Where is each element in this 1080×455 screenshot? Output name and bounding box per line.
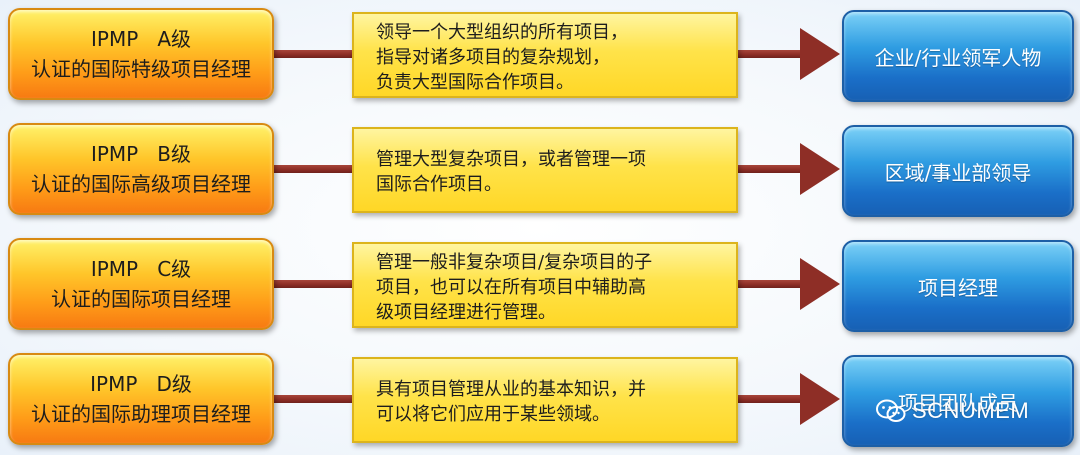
description-line: 指导对诸多项目的复杂规划， (376, 47, 610, 68)
description-line: 管理一般非复杂项目/复杂项目的子 (376, 252, 653, 273)
certification-level: IPMP C级 (90, 257, 192, 281)
connector-line (270, 50, 356, 58)
connector-line (734, 395, 810, 403)
certification-level: IPMP B级 (90, 142, 192, 166)
role-box: 项目团队成员 (842, 355, 1074, 447)
arrow-right-icon (800, 28, 840, 80)
watermark: SCNUMEM (876, 394, 1029, 428)
certification-box: IPMP B级 认证的国际高级项目经理 (8, 123, 274, 215)
certification-box: IPMP C级 认证的国际项目经理 (8, 238, 274, 330)
certification-title: 认证的国际特级项目经理 (31, 57, 251, 81)
arrow-right-icon (800, 143, 840, 195)
arrow-right-icon (800, 373, 840, 425)
connector-line (734, 50, 810, 58)
certification-box: IPMP A级 认证的国际特级项目经理 (8, 8, 274, 100)
certification-title: 认证的国际项目经理 (51, 287, 231, 311)
role-box: 项目经理 (842, 240, 1074, 332)
description-line: 国际合作项目。 (376, 174, 502, 195)
description-line: 级项目经理进行管理。 (376, 302, 556, 323)
connector-line (734, 280, 810, 288)
connector-line (270, 165, 356, 173)
certification-level: IPMP D级 (90, 372, 192, 396)
level-row-d: IPMP D级 认证的国际助理项目经理 具有项目管理从业的基本知识，并 可以将它… (0, 349, 1080, 449)
description-line: 具有项目管理从业的基本知识，并 (376, 379, 646, 400)
certification-level: IPMP A级 (90, 27, 192, 51)
connector-line (270, 280, 356, 288)
level-row-c: IPMP C级 认证的国际项目经理 管理一般非复杂项目/复杂项目的子 项目，也可… (0, 234, 1080, 334)
description-line: 领导一个大型组织的所有项目， (376, 22, 628, 43)
level-row-b: IPMP B级 认证的国际高级项目经理 管理大型复杂项目，或者管理一项 国际合作… (0, 119, 1080, 219)
connector-line (270, 395, 356, 403)
description-box: 具有项目管理从业的基本知识，并 可以将它们应用于某些领域。 (352, 357, 738, 443)
role-box: 区域/事业部领导 (842, 125, 1074, 217)
description-line: 可以将它们应用于某些领域。 (376, 404, 610, 425)
certification-title: 认证的国际助理项目经理 (31, 402, 251, 426)
role-box: 企业/行业领军人物 (842, 10, 1074, 102)
level-row-a: IPMP A级 认证的国际特级项目经理 领导一个大型组织的所有项目， 指导对诸多… (0, 4, 1080, 104)
description-line: 管理大型复杂项目，或者管理一项 (376, 149, 646, 170)
watermark-text: SCNUMEM (912, 398, 1030, 423)
description-box: 领导一个大型组织的所有项目， 指导对诸多项目的复杂规划， 负责大型国际合作项目。 (352, 12, 738, 98)
description-box: 管理一般非复杂项目/复杂项目的子 项目，也可以在所有项目中辅助高 级项目经理进行… (352, 242, 738, 328)
description-line: 负责大型国际合作项目。 (376, 72, 574, 93)
description-box: 管理大型复杂项目，或者管理一项 国际合作项目。 (352, 127, 738, 213)
wechat-icon (876, 399, 906, 423)
certification-box: IPMP D级 认证的国际助理项目经理 (8, 353, 274, 445)
certification-title: 认证的国际高级项目经理 (31, 172, 251, 196)
connector-line (734, 165, 810, 173)
description-line: 项目，也可以在所有项目中辅助高 (376, 277, 646, 298)
arrow-right-icon (800, 258, 840, 310)
